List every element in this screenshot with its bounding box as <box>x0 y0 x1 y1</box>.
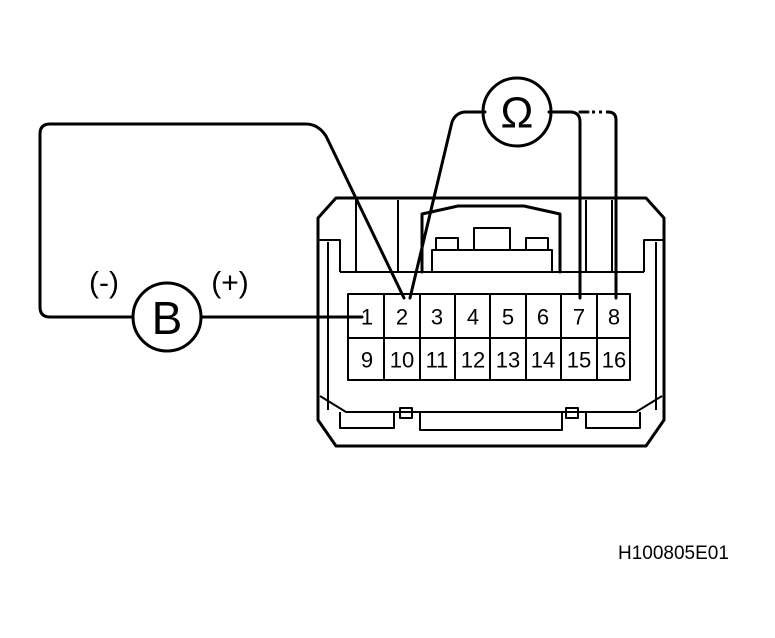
negative-terminal-label: (-) <box>89 267 119 300</box>
voltmeter-wiring <box>38 122 406 319</box>
ohmmeter: Ω <box>481 76 553 148</box>
pin-label: 12 <box>461 348 485 373</box>
connector-housing <box>316 196 666 448</box>
figure-code: H100805E01 <box>618 543 729 564</box>
pin-label: 13 <box>496 348 520 373</box>
ohm-symbol: Ω <box>501 89 534 138</box>
pin-label: 15 <box>567 348 591 373</box>
voltmeter-symbol: B <box>152 292 183 344</box>
positive-terminal-label: (+) <box>211 267 249 300</box>
pin-label: 10 <box>390 348 414 373</box>
pin-label: 4 <box>467 305 479 330</box>
pin-label: 1 <box>361 305 373 330</box>
pin-label: 5 <box>502 305 514 330</box>
pin-grid: 1 2 3 4 5 6 7 8 9 10 11 12 13 14 15 16 <box>347 293 631 381</box>
pin-label: 9 <box>361 348 373 373</box>
pin-label: 11 <box>426 348 449 373</box>
pin-label: 7 <box>573 305 585 330</box>
pin-label: 14 <box>531 348 555 373</box>
pin-label: 6 <box>537 305 549 330</box>
pin-label: 16 <box>602 348 626 373</box>
ohmmeter-wiring <box>408 110 618 300</box>
pin-label: 3 <box>431 305 443 330</box>
pin-label: 2 <box>396 305 408 330</box>
pin-label: 8 <box>608 305 620 330</box>
voltmeter: B (-) (+) <box>89 267 249 353</box>
